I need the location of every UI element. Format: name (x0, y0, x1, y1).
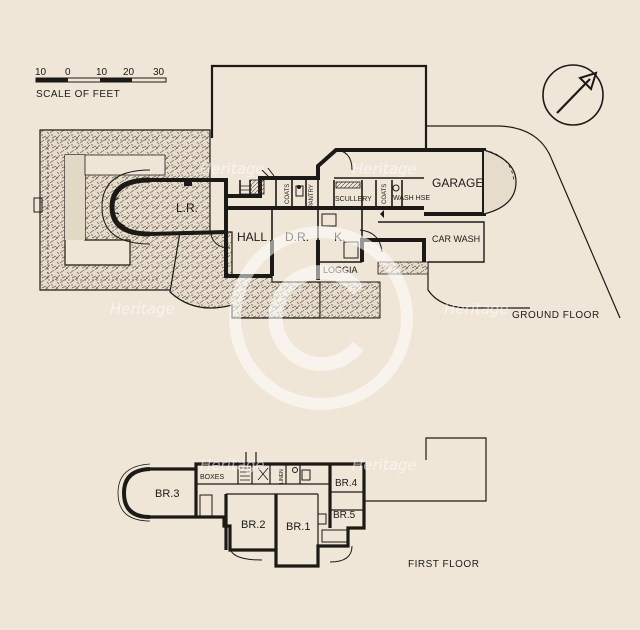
watermark-text: Heritage (444, 300, 509, 318)
watermark-text: Heritage (110, 300, 175, 318)
watermark-text: Heritage (200, 456, 265, 474)
room-label-garage: GARAGE (432, 176, 483, 190)
room-label-pantry: PANTRY (309, 184, 315, 208)
room-label-bedroom-5: BR.5 (333, 510, 356, 521)
scale-tick-label: 30 (153, 67, 165, 78)
scale-tick-label: 20 (123, 67, 135, 78)
room-label-bedroom-3: BR.3 (155, 488, 179, 500)
first-floor-title: FIRST FLOOR (408, 559, 479, 570)
scale-tick-label: 10 (35, 67, 47, 78)
room-label-hall: HALL (237, 230, 267, 244)
room-label-scullery: SCULLERY (335, 196, 372, 203)
room-label-wash-house: WASH HSE (393, 195, 430, 202)
room-label-living-room: L.R. (176, 201, 198, 215)
room-label-linen: LINEN (279, 469, 285, 484)
room-label-car-wash: CAR WASH (432, 234, 480, 244)
room-label-coats: COATS (382, 184, 388, 204)
watermark-text: Heritage (352, 160, 417, 178)
watermark: Heritage Heritage Heritage Heritage Heri… (110, 160, 509, 474)
scale-tick-label: 0 (65, 67, 71, 78)
first-floor-plan: BR.3 BOXES BR.2 BR.1 BR.4 BR.5 LINEN FIR… (117, 437, 487, 570)
scale-bar: 10 0 10 20 30 SCALE OF FEET (35, 67, 167, 100)
scale-tick-label: 10 (96, 67, 108, 78)
room-label-boxes: BOXES (200, 474, 224, 481)
room-label-bedroom-2: BR.2 (241, 519, 265, 531)
scale-label: SCALE OF FEET (36, 89, 120, 100)
watermark-text: Heritage (352, 456, 417, 474)
ground-floor-plan: L.R. HALL D.R. K. LOGGIA SCULLERY PANTRY… (33, 64, 621, 321)
watermark-text: Heritage (200, 160, 265, 178)
north-arrow-icon (542, 64, 604, 126)
room-label-bedroom-4: BR.4 (335, 478, 358, 489)
room-label-coats: COATS (285, 184, 291, 204)
room-label-bedroom-1: BR.1 (286, 521, 310, 533)
ground-floor-title: GROUND FLOOR (512, 310, 600, 321)
